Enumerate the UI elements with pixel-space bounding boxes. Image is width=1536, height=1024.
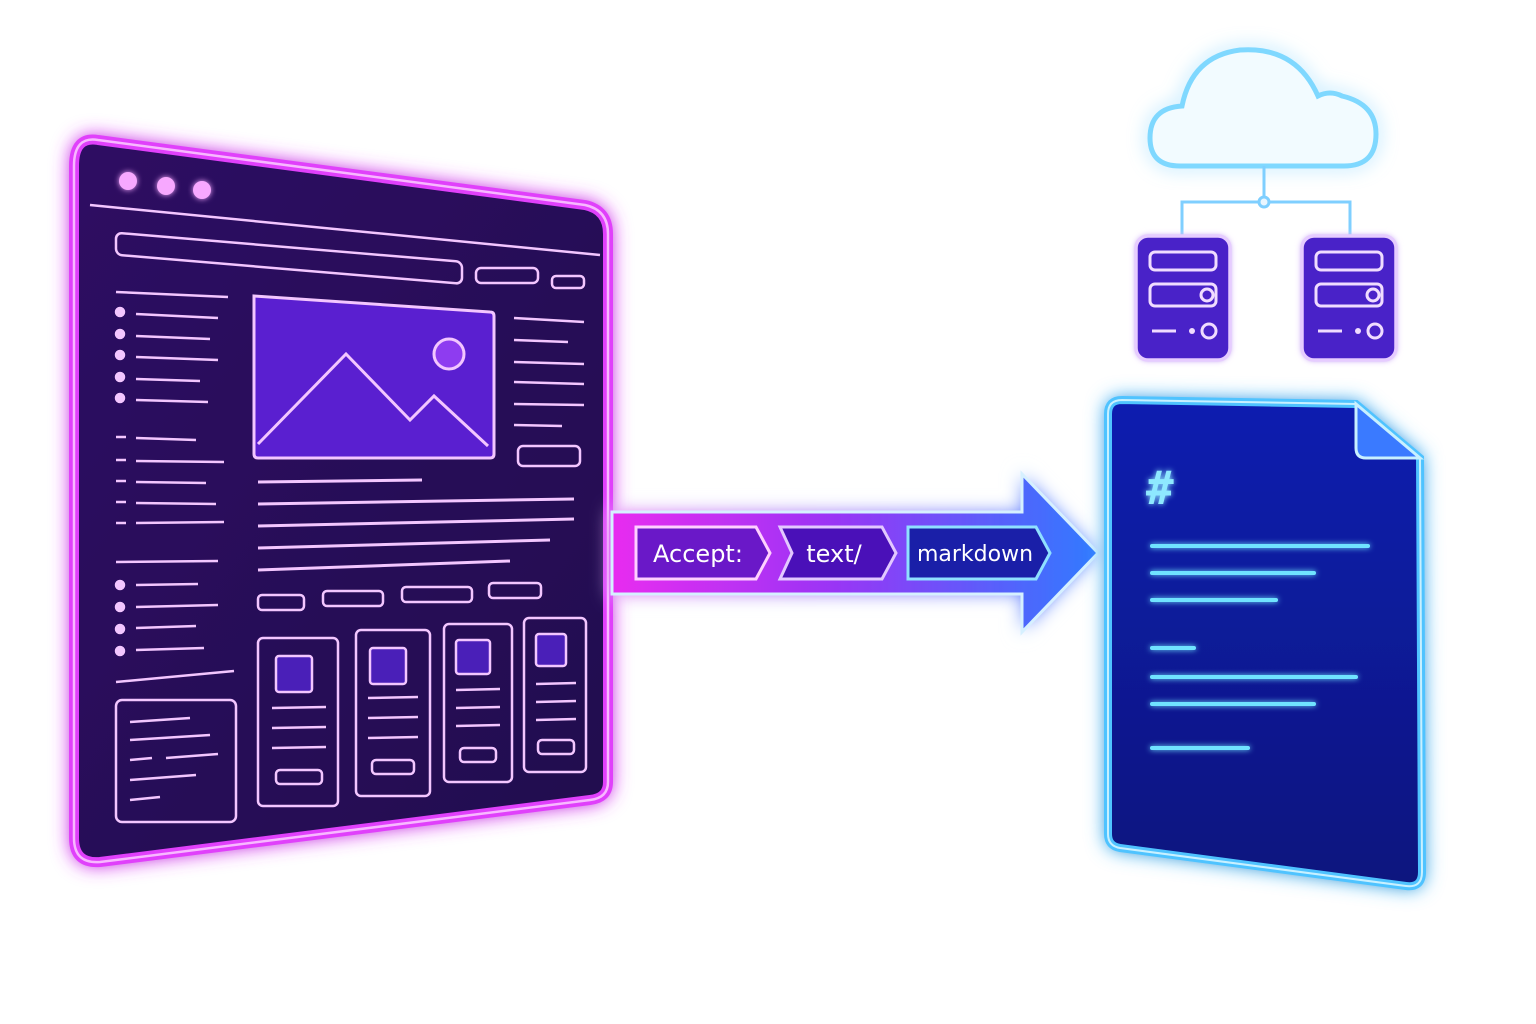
cloud-icon — [1147, 47, 1379, 169]
header-segment-label: text/ — [806, 540, 862, 568]
header-segment-subtype: markdown — [906, 525, 1052, 581]
markdown-heading-marker: # — [1146, 461, 1174, 515]
window-dot-icon — [119, 172, 137, 190]
right-column — [513, 316, 585, 468]
request-arrow: Accept: text/ markdown — [610, 470, 1101, 636]
window-dot-icon — [157, 177, 175, 195]
server-icon — [1134, 234, 1232, 362]
header-segment-label: Accept: — [653, 540, 743, 568]
product-card — [522, 616, 588, 774]
window-dot-icon — [193, 181, 211, 199]
sidebar — [114, 290, 235, 684]
product-card — [256, 636, 340, 808]
product-card — [354, 628, 432, 798]
tag-buttons — [256, 581, 543, 612]
server-connector — [1180, 166, 1352, 236]
image-placeholder-icon — [252, 294, 496, 460]
code-snippet-box — [114, 698, 238, 824]
product-card — [442, 622, 514, 784]
document-text-lines — [1150, 544, 1370, 750]
header-segment-label: markdown — [917, 542, 1033, 567]
address-bar — [114, 231, 464, 285]
server-icon — [1300, 234, 1398, 362]
toolbar-button — [550, 274, 586, 290]
document-fold — [1354, 400, 1425, 460]
header-segment-accept: Accept: — [634, 525, 772, 581]
browser-window — [69, 134, 613, 868]
browser-header-divider — [89, 203, 601, 257]
toolbar-button — [474, 266, 540, 285]
markdown-document-icon: # — [1104, 395, 1427, 891]
article-text — [257, 478, 575, 572]
header-segment-type: text/ — [777, 525, 898, 581]
